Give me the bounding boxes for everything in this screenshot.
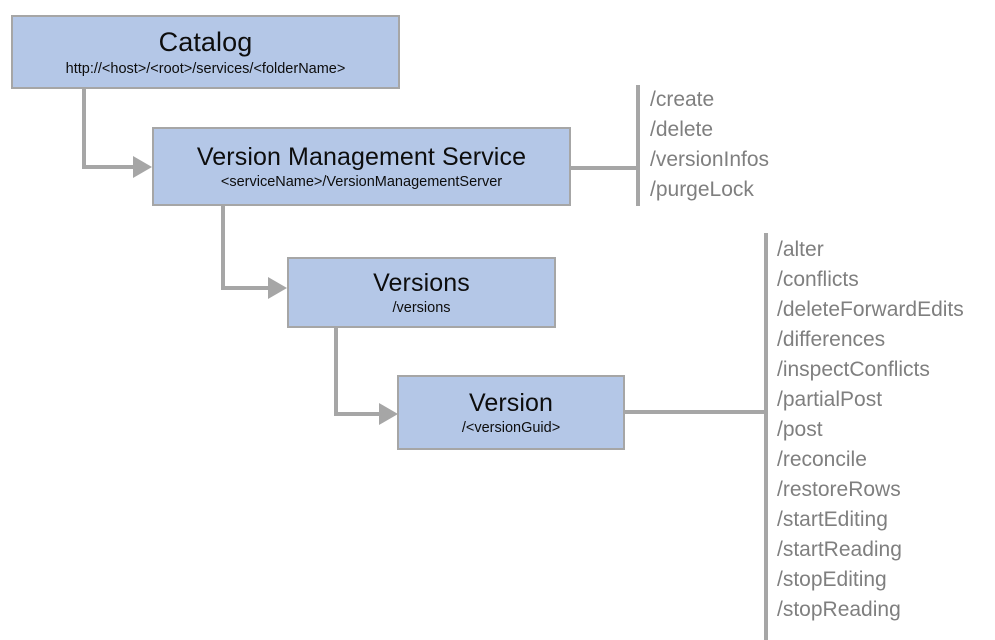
endpoint-list-version-operations: /alter /conflicts /deleteForwardEdits /d… xyxy=(777,235,964,625)
node-versions-subtitle: /versions xyxy=(392,299,451,316)
endpoint-item[interactable]: /stopEditing xyxy=(777,568,887,591)
node-catalog[interactable]: Catalog http://<host>/<root>/services/<f… xyxy=(11,15,400,89)
endpoint-item[interactable]: /conflicts xyxy=(777,268,859,291)
endpoint-item[interactable]: /alter xyxy=(777,238,824,261)
node-version-management-service-subtitle: <serviceName>/VersionManagementServer xyxy=(220,173,503,190)
endpoint-item[interactable]: /deleteForwardEdits xyxy=(777,298,964,321)
endpoint-item[interactable]: /reconcile xyxy=(777,448,867,471)
endpoint-item[interactable]: /delete xyxy=(650,118,714,141)
bracket-service-endpoints xyxy=(636,85,640,206)
connector-service-to-versions-horizontal xyxy=(221,286,269,290)
connector-versions-to-version-arrowhead xyxy=(379,403,398,425)
connector-catalog-to-service-arrowhead xyxy=(133,156,152,178)
bracket-version-endpoints xyxy=(764,233,768,640)
node-version[interactable]: Version /<versionGuid> xyxy=(397,375,625,450)
connector-version-to-endpoints-line xyxy=(625,410,767,414)
connector-versions-to-version-horizontal xyxy=(334,412,380,416)
endpoint-item[interactable]: /stopReading xyxy=(777,598,901,621)
endpoint-item[interactable]: /startEditing xyxy=(777,508,888,531)
connector-versions-to-version-vertical xyxy=(334,328,338,416)
node-versions[interactable]: Versions /versions xyxy=(287,257,556,328)
connector-catalog-to-service-horizontal xyxy=(82,165,134,169)
endpoint-item[interactable]: /versionInfos xyxy=(650,148,770,171)
node-versions-title: Versions xyxy=(373,268,470,297)
node-catalog-subtitle: http://<host>/<root>/services/<folderNam… xyxy=(65,60,346,77)
endpoint-item[interactable]: /inspectConflicts xyxy=(777,358,930,381)
connector-catalog-to-service-vertical xyxy=(82,89,86,169)
endpoint-item[interactable]: /post xyxy=(777,418,823,441)
connector-service-to-versions-vertical xyxy=(221,206,225,290)
endpoint-item[interactable]: /differences xyxy=(777,328,886,351)
endpoint-item[interactable]: /restoreRows xyxy=(777,478,901,501)
endpoint-item[interactable]: /startReading xyxy=(777,538,902,561)
endpoint-item[interactable]: /partialPost xyxy=(777,388,883,411)
node-catalog-title: Catalog xyxy=(158,27,253,58)
endpoint-item[interactable]: /purgeLock xyxy=(650,178,754,201)
endpoint-list-service-operations: /create /delete /versionInfos /purgeLock xyxy=(650,85,769,205)
node-version-management-service-title: Version Management Service xyxy=(196,142,527,171)
connector-service-to-versions-arrowhead xyxy=(268,277,287,299)
connector-service-to-endpoints-line xyxy=(571,166,639,170)
endpoint-item[interactable]: /create xyxy=(650,88,715,111)
node-version-subtitle: /<versionGuid> xyxy=(461,419,561,436)
node-version-title: Version xyxy=(468,388,554,417)
node-version-management-service[interactable]: Version Management Service <serviceName>… xyxy=(152,127,571,206)
